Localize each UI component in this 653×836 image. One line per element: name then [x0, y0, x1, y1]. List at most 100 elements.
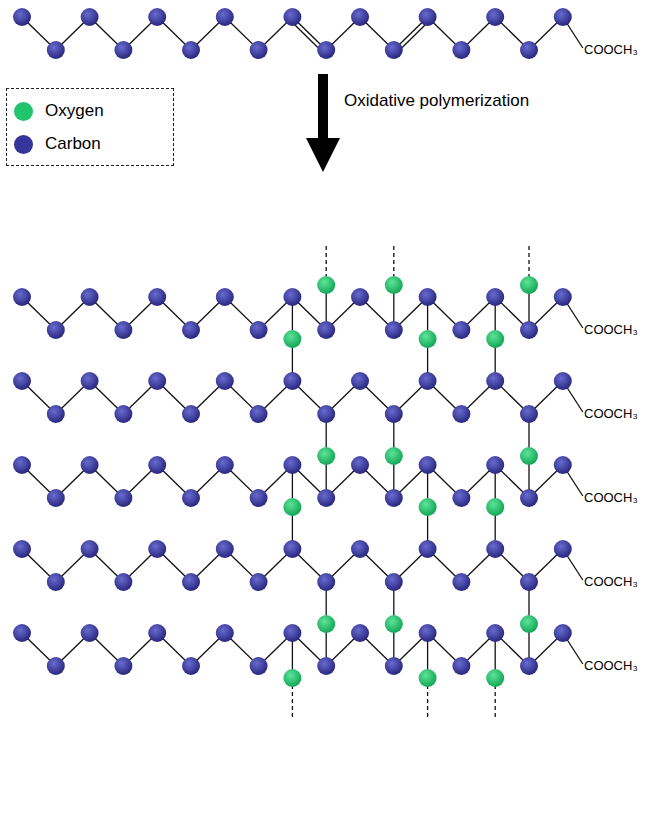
carbon-atom — [148, 8, 166, 26]
ester-group-label: COOCH₃ — [584, 575, 638, 589]
carbon-atom — [13, 8, 31, 26]
carbon-atom — [81, 288, 99, 306]
oxygen-atom — [317, 276, 335, 294]
carbon-atom — [317, 41, 335, 59]
carbon-atom — [216, 8, 234, 26]
ester-group-label: COOCH₃ — [584, 659, 638, 673]
carbon-atom — [114, 405, 132, 423]
legend-text: Oxygen — [45, 101, 104, 121]
carbon-atom — [317, 489, 335, 507]
carbon-atom — [351, 372, 369, 390]
carbon-atom — [216, 288, 234, 306]
carbon-atom — [419, 372, 437, 390]
carbon-atom — [554, 456, 572, 474]
carbon-atom — [452, 41, 470, 59]
ester-group-label: COOCH₃ — [584, 491, 638, 505]
carbon-atom — [250, 657, 268, 675]
carbon-atom — [452, 657, 470, 675]
carbon-atom — [554, 624, 572, 642]
carbon-atom — [47, 321, 65, 339]
carbon-atom — [182, 321, 200, 339]
carbon-atom — [385, 321, 403, 339]
carbon-atom — [486, 8, 504, 26]
carbon-atom — [148, 540, 166, 558]
carbon-atom — [250, 41, 268, 59]
carbon-atom — [216, 456, 234, 474]
oxygen-atom — [283, 498, 301, 516]
oxygen-atom — [419, 669, 437, 687]
carbon-atom — [81, 8, 99, 26]
carbon-atom — [81, 624, 99, 642]
carbon-atom — [114, 489, 132, 507]
carbon-atom — [148, 456, 166, 474]
carbon-atom — [81, 372, 99, 390]
carbon-atom — [554, 372, 572, 390]
carbon-atom — [216, 624, 234, 642]
reaction-arrow — [306, 74, 340, 172]
legend-swatch — [14, 102, 33, 121]
carbon-atom — [486, 288, 504, 306]
carbon-atom — [385, 573, 403, 591]
carbon-atom — [13, 624, 31, 642]
carbon-atom — [114, 41, 132, 59]
carbon-atom — [317, 405, 335, 423]
carbon-atom — [182, 573, 200, 591]
ester-group-label: COOCH₃ — [584, 323, 638, 337]
carbon-atom — [148, 624, 166, 642]
oxygen-atom — [317, 615, 335, 633]
carbon-atom — [385, 405, 403, 423]
oxygen-atom — [385, 276, 403, 294]
carbon-atom — [114, 573, 132, 591]
carbon-atom — [81, 456, 99, 474]
oxygen-atom — [419, 498, 437, 516]
carbon-atom — [250, 405, 268, 423]
carbon-atom — [351, 288, 369, 306]
carbon-atom — [283, 540, 301, 558]
legend-frame — [6, 88, 174, 166]
carbon-atom — [47, 573, 65, 591]
legend-text: Carbon — [45, 134, 101, 154]
oxygen-atom — [283, 669, 301, 687]
carbon-atom — [114, 321, 132, 339]
carbon-atom — [385, 657, 403, 675]
carbon-atom — [317, 657, 335, 675]
carbon-atom — [452, 405, 470, 423]
reaction-label: Oxidative polymerization — [344, 92, 529, 111]
legend-entry: Carbon — [14, 134, 101, 154]
carbon-atom — [250, 321, 268, 339]
carbon-atom — [250, 489, 268, 507]
carbon-atom — [13, 540, 31, 558]
carbon-atom — [283, 288, 301, 306]
carbon-atom — [452, 573, 470, 591]
carbon-atom — [419, 456, 437, 474]
carbon-atom — [419, 8, 437, 26]
carbon-atom — [385, 41, 403, 59]
carbon-atom — [486, 540, 504, 558]
oxygen-atom — [486, 669, 504, 687]
carbon-atom — [283, 456, 301, 474]
oxygen-atom — [486, 330, 504, 348]
carbon-atom — [520, 657, 538, 675]
carbon-atom — [182, 405, 200, 423]
carbon-atom — [283, 624, 301, 642]
oxygen-atom — [520, 615, 538, 633]
carbon-atom — [554, 8, 572, 26]
carbon-atom — [47, 489, 65, 507]
carbon-atom — [419, 540, 437, 558]
carbon-atom — [486, 624, 504, 642]
legend-swatch — [14, 135, 33, 154]
carbon-atom — [13, 456, 31, 474]
carbon-atom — [182, 489, 200, 507]
carbon-atom — [216, 372, 234, 390]
arrow-head — [306, 138, 340, 172]
carbon-atom — [13, 288, 31, 306]
carbon-atom — [452, 321, 470, 339]
carbon-atom — [452, 489, 470, 507]
carbon-atom — [351, 624, 369, 642]
oxygen-atom — [283, 330, 301, 348]
carbon-atom — [351, 8, 369, 26]
carbon-atom — [250, 573, 268, 591]
oxygen-atom — [385, 615, 403, 633]
carbon-atom — [486, 372, 504, 390]
